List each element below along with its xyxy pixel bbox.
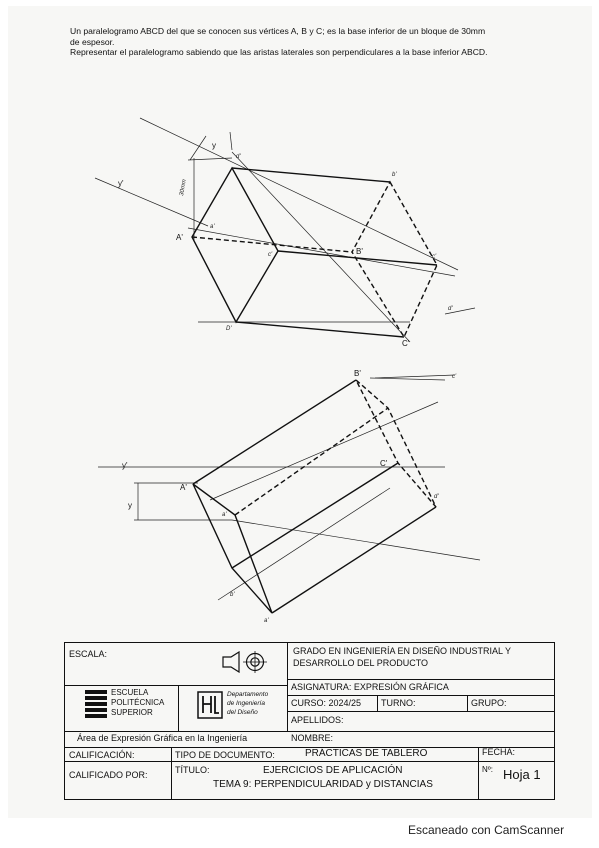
title-block: ESCALA: GRADO EN INGENIERÍA EN DISEÑO IN…: [64, 642, 555, 800]
department-logo-icon: [197, 691, 223, 719]
department-logo: Departamento de Ingeniería del Diseño: [197, 689, 285, 727]
drawing-sheet: [8, 6, 592, 818]
calificado-por-label: CALIFICADO POR:: [69, 770, 148, 780]
escala-label: ESCALA:: [69, 649, 108, 659]
lower-block: [192, 379, 437, 614]
curso-label: CURSO: 2024/25: [291, 698, 362, 708]
statement-line-1: Un paralelogramo ABCD del que se conocen…: [70, 26, 486, 36]
small-label-10: d': [434, 494, 439, 500]
tipo-documento-value: PRÁCTICAS DE TABLERO: [305, 748, 428, 759]
dept-line-1: Departamento: [227, 691, 269, 698]
label-y-top: y: [212, 141, 216, 150]
small-label-5: c': [432, 254, 437, 260]
oblique-lower-1: [231, 519, 481, 561]
area-label: Área de Expresión Gráfica en la Ingenier…: [77, 733, 248, 743]
small-label-8: b': [230, 592, 235, 598]
grado-line-1: GRADO EN INGENIERÍA EN DISEÑO INDUSTRIAL…: [293, 646, 512, 656]
lower-top-edge: [192, 379, 357, 485]
label-thickness: 30mm: [179, 179, 188, 196]
front-face: [191, 166, 279, 324]
calificacion-label: CALIFICACIÓN:: [69, 750, 135, 760]
drawing-text: A' B' C' D' B' A' C' 30mm y y' y' y a' d…: [118, 141, 457, 624]
statement-line-3: Representar el paralelogramo sabiendo qu…: [70, 47, 488, 57]
label-y-lower: y': [122, 461, 128, 470]
small-label-4: b': [392, 172, 397, 178]
projection-symbol-icon: [222, 651, 267, 673]
oblique-line-1: [139, 117, 459, 271]
long-diagonal: [231, 151, 411, 343]
short-ref-line: [444, 307, 476, 315]
problem-statement: Un paralelogramo ABCD del que se conocen…: [70, 26, 570, 58]
small-label-2: d': [236, 154, 241, 160]
label-y-low: y: [128, 501, 132, 510]
titulo-label: TÍTULO:: [175, 765, 210, 775]
small-tick: [229, 131, 233, 151]
dept-line-2: de Ingeniería: [227, 700, 265, 707]
middle-edge: [277, 250, 438, 266]
school-logo-icon: [85, 690, 107, 720]
lower-mid-edge: [231, 462, 399, 569]
tipo-documento-label: TIPO DE DOCUMENTO:: [175, 750, 275, 760]
short-top-lower: [369, 377, 446, 381]
back-face: [351, 180, 438, 339]
label-a-upper: A': [176, 233, 183, 242]
hoja-value: Hoja 1: [503, 767, 541, 782]
grupo-label: GRUPO:: [471, 698, 507, 708]
label-y-mid: y': [118, 179, 124, 188]
grado-line-2: DESARROLLO DEL PRODUCTO: [293, 658, 429, 668]
nombre-label: NOMBRE:: [291, 733, 334, 743]
small-label-3: c': [268, 252, 273, 258]
statement-line-2: de espesor.: [70, 36, 115, 47]
small-label-9: a': [264, 618, 269, 624]
tick-top-lower: [374, 374, 456, 379]
lower-bottom-edge: [271, 506, 437, 614]
apellidos-label: APELLIDOS:: [291, 715, 344, 725]
upper-block: [191, 166, 438, 339]
school-name-1: ESCUELA: [111, 688, 149, 697]
titulo-line-2: TEMA 9: PERPENDICULARIDAD y DISTANCIAS: [213, 779, 433, 790]
construction-lines: [94, 117, 481, 601]
titulo-line-1: EJERCICIOS DE APLICACIÓN: [263, 765, 403, 776]
numero-label: Nº:: [482, 765, 493, 774]
dimension-tick-top: [187, 157, 233, 161]
asignatura-label: ASIGNATURA: EXPRESIÓN GRÁFICA: [291, 682, 449, 692]
fecha-label: FECHA:: [482, 747, 516, 757]
school-logo: ESCUELA POLITÉCNICA SUPERIOR: [73, 688, 173, 728]
label-b-upper: B': [356, 247, 363, 256]
top-edge: [231, 167, 391, 183]
small-label-11: c': [452, 374, 457, 380]
scanner-watermark: Escaneado con CamScanner: [408, 823, 565, 837]
lower-hidden-edge: [234, 407, 389, 516]
oblique-lower-2: [217, 487, 391, 601]
label-c-lower: C': [380, 459, 388, 468]
label-b-lower: B': [354, 369, 361, 378]
label-d-upper: D': [226, 326, 232, 332]
hidden-edge: [191, 236, 353, 253]
ab-line-lower: [209, 401, 439, 501]
label-c-upper: C': [402, 339, 410, 348]
small-label-1: a': [210, 224, 215, 230]
label-a-lower: A': [180, 483, 187, 492]
lower-back-face: [355, 379, 437, 508]
small-label-7: a': [222, 512, 227, 518]
oblique-line-2: [94, 177, 209, 227]
tick-line: [189, 135, 207, 161]
dept-line-3: del Diseño: [227, 709, 258, 716]
bottom-edge: [235, 321, 405, 338]
school-name-2: POLITÉCNICA: [111, 698, 165, 707]
school-name-3: SUPERIOR: [111, 708, 153, 717]
small-label-6: d': [448, 306, 453, 312]
turno-label: TURNO:: [381, 698, 416, 708]
horizontal-ref-line: [187, 227, 456, 277]
